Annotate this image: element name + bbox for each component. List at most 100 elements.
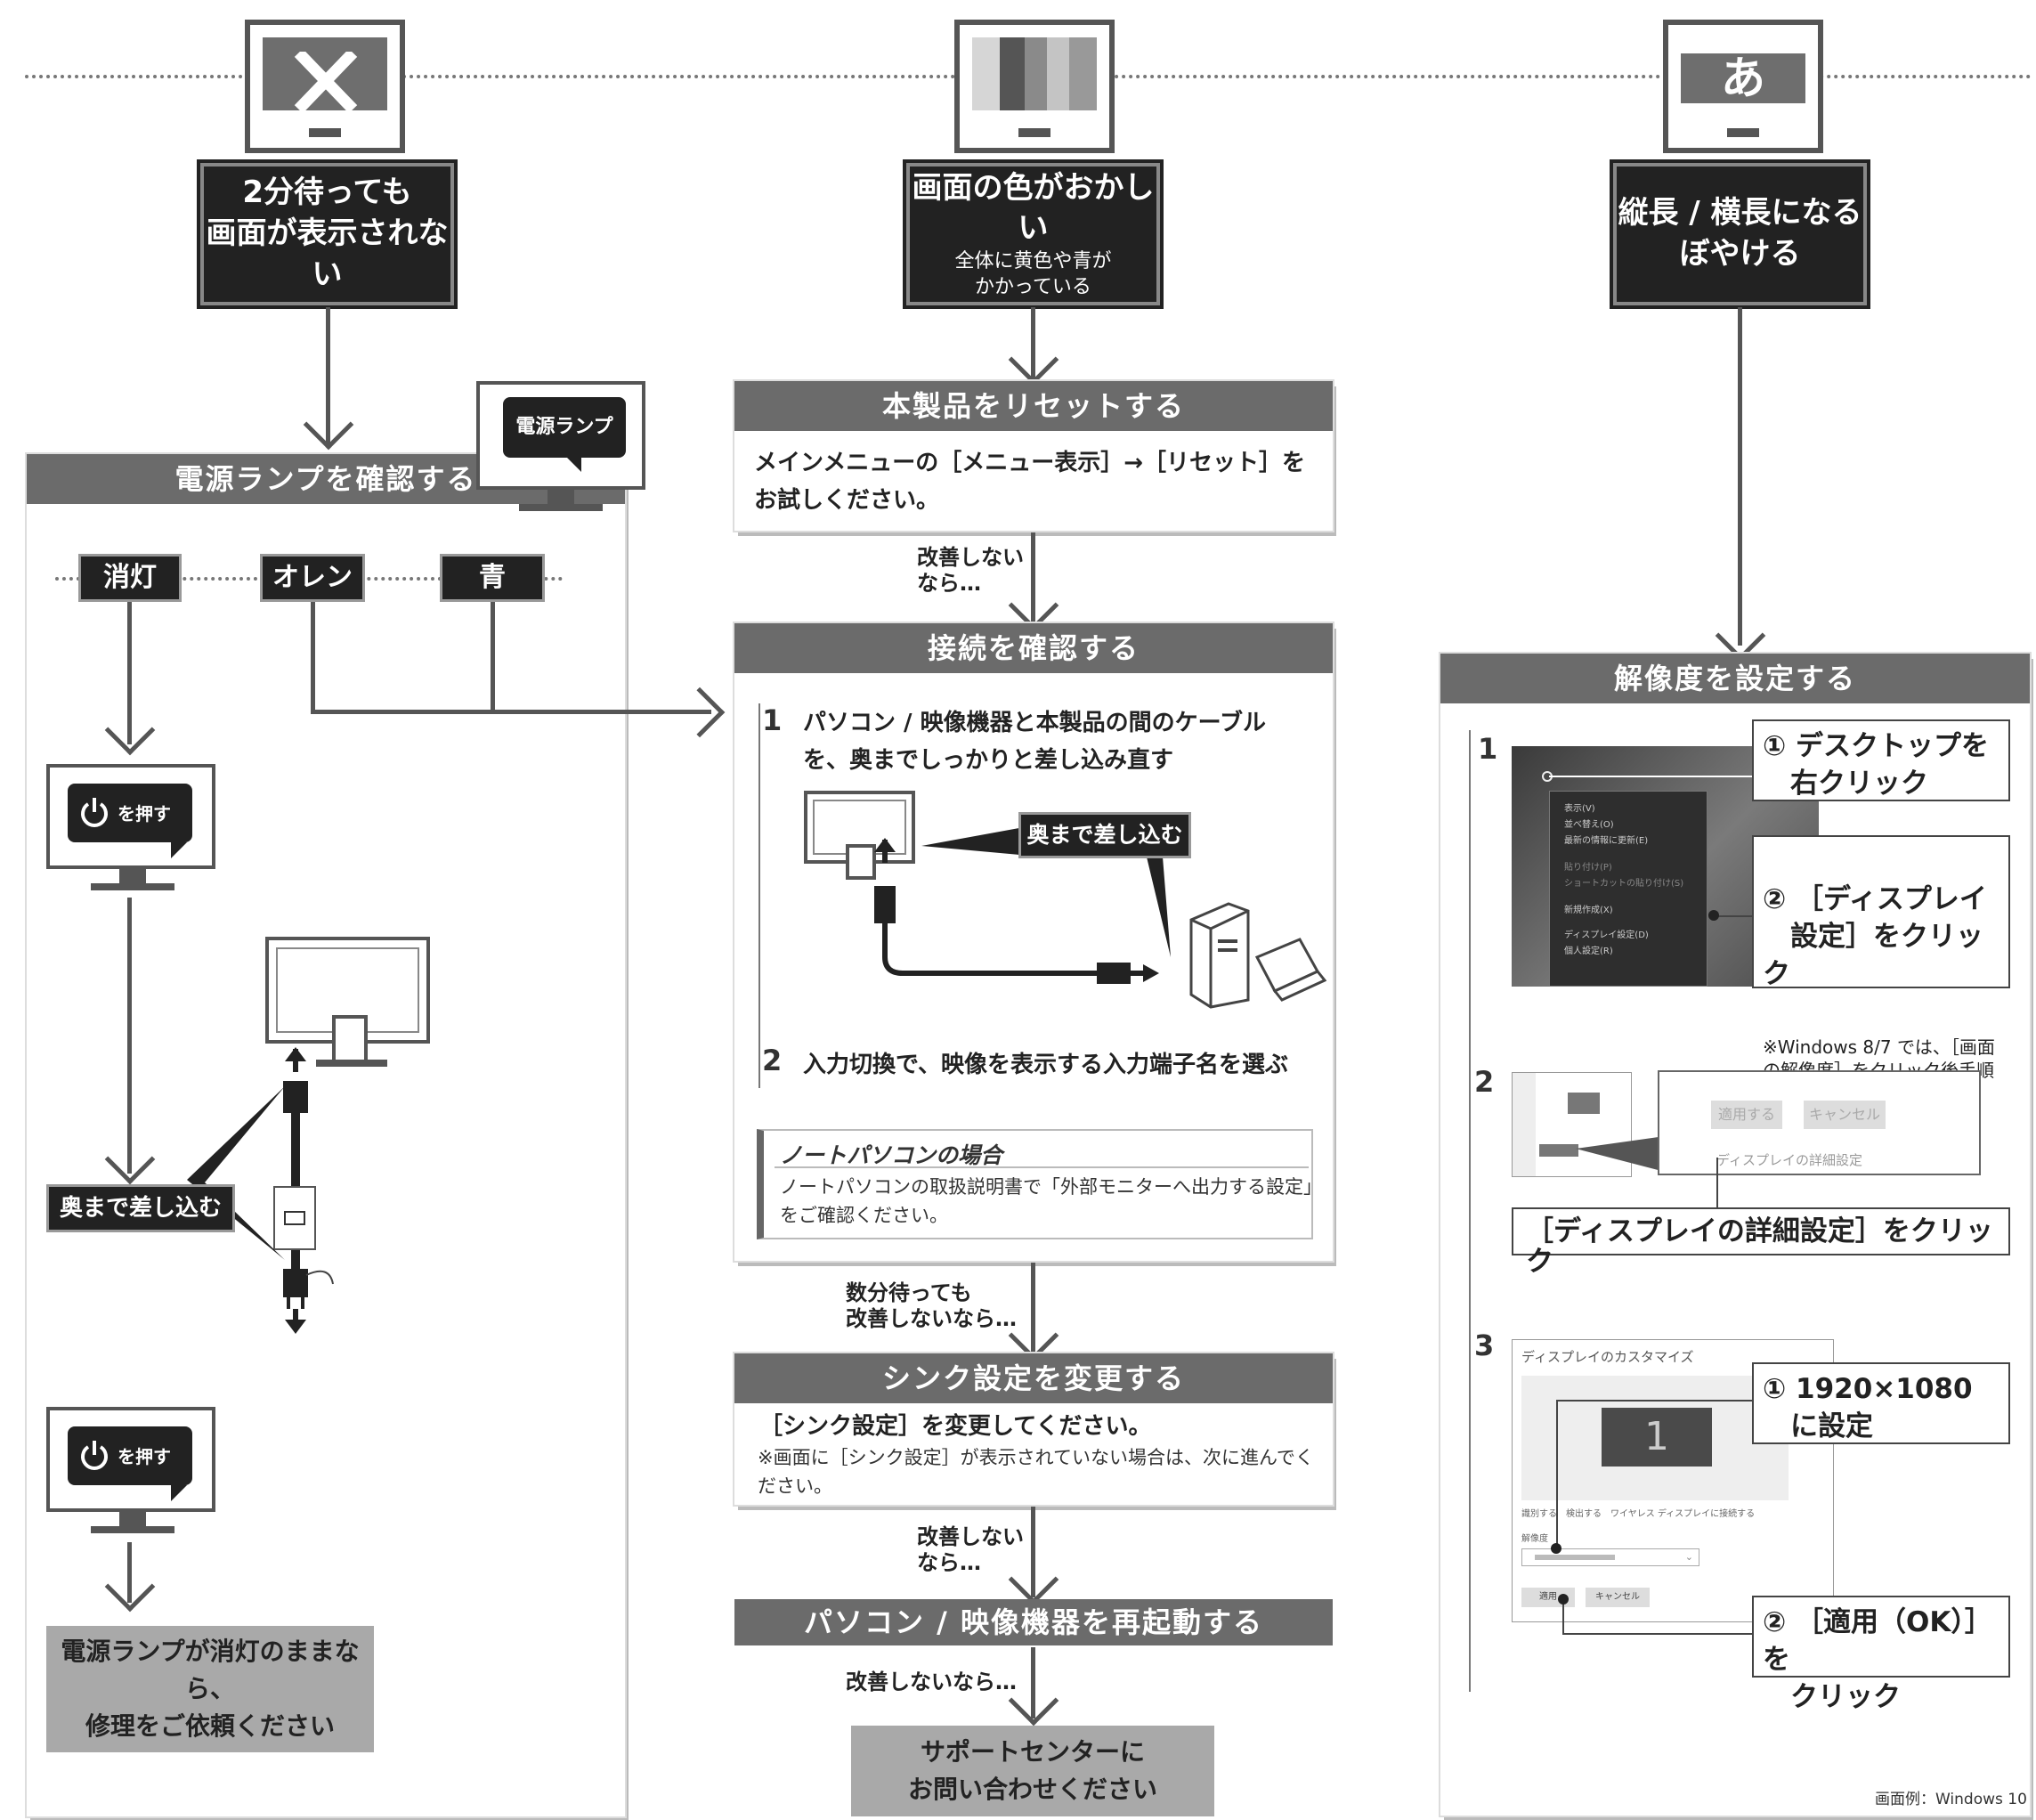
power-lamp-bubble: 電源ランプ [503,397,626,458]
step-separator [1469,730,1471,1692]
leader-line [1549,776,1752,777]
menu-item[interactable]: 最新の情報に更新(E) [1564,836,1649,846]
annotation-advanced-display: ［ディスプレイの詳細設定］をクリック [1512,1207,2010,1277]
connect-step-2-num: 2 [762,1044,783,1077]
press-power-monitor-2: を押す [46,1407,215,1540]
symptom-color: 画面の色がおかしい 全体に黄色や青が かかっている [903,159,1164,309]
press-power-monitor-1: を押す [46,764,215,898]
sync-panel: シンク設定を変更する ［シンク設定］を変更してください。 ※画面に［シンク設定］… [734,1353,1333,1505]
arrow-down-icon [1008,334,1059,386]
wall-outlet-icon [273,1186,316,1250]
press-label-2: を押す [118,1446,171,1467]
callout-pointer [921,828,1171,957]
leader-line [1556,1400,1752,1548]
menu-item[interactable]: ショートカットの貼り付け(S) [1564,879,1684,889]
monitor-color-icon [954,20,1115,153]
menu-item[interactable]: 新規作成(X) [1564,906,1613,915]
arrow-right-icon [674,687,726,738]
symptom-color-sub: 全体に黄色や青が かかっている [954,250,1112,298]
connection-header: 接続を確認する [734,623,1333,673]
connector-line [127,898,132,1174]
monitor-resolution-icon: あ [1663,20,1823,153]
apply-button-gray[interactable]: 適用する [1711,1101,1782,1129]
step-separator [758,703,760,1088]
res-step-1-num: 1 [1478,732,1498,766]
sync-header: シンク設定を変更する [734,1353,1333,1403]
lamp-state-orange: オレンジ [260,554,365,636]
symptom-no-display: 2分待っても 画面が表示されない [197,159,458,309]
callout-pointer [187,1086,285,1260]
insert-label-left: 奥まで差し込む [46,1184,235,1232]
cancel-button[interactable]: キャンセル [1586,1588,1650,1607]
arrow-down-icon [303,399,354,451]
context-menu: 表示(V) 並べ替え(O) 最新の情報に更新(E) 貼り付け(P) ショートカッ… [1549,791,1707,987]
connector-line [1031,1507,1035,1597]
symptom-resolution: 縦長 / 横長になる ぼやける [1610,159,1870,309]
connect-step-1-num: 1 [762,703,783,737]
reset-panel: 本製品をリセットする メインメニューの［メニュー表示］→［リセット］をお試しくだ… [734,381,1333,531]
menu-item[interactable]: 表示(V) [1564,804,1595,814]
advanced-display-link[interactable]: ディスプレイの詳細設定 [1716,1152,1862,1168]
display-customize-title: ディスプレイのカスタマイズ [1521,1349,1694,1365]
screen-example-footnote: 画面例：Windows 10 [1875,1791,2027,1808]
resolution-label: 解像度 [1521,1534,1548,1544]
x-icon [294,52,358,110]
annotation-apply: ② ［適用（OK）］を クリック [1752,1596,2010,1713]
press-label-1: を押す [118,803,171,825]
settings-zoom: 適用する キャンセル ディスプレイの詳細設定 [1658,1070,1981,1175]
sync-text: ［シンク設定］を変更してください。 [759,1413,1152,1440]
annotation-display-settings-text: ② ［ディスプレイ 設定］をクリック [1763,882,1987,990]
note-not-improved-3: 改善しない なら… [917,1524,1024,1575]
leader-line [1714,915,1752,917]
connect-step-1-text: パソコン / 映像機器と本製品の間のケーブルを、奥までしっかりと差し込み直す [803,710,1267,774]
menu-item[interactable]: 貼り付け(P) [1564,863,1612,873]
laptop-note-box: ノートパソコンの場合 ノートパソコンの取扱説明書で「外部モニターへ出力する設定」… [757,1129,1313,1239]
lamp-state-blue: 青 [440,554,545,602]
pc-laptop-icon [1189,902,1326,1009]
symptom-no-display-title: 2分待っても 画面が表示されない [206,175,449,292]
connector-line [1031,307,1035,378]
connector-line [1031,1263,1035,1353]
annotation-display-settings: ② ［ディスプレイ 設定］をクリック ※Windows 8/7 では、［画面の解… [1752,835,2010,1104]
connector-line [1738,307,1742,646]
repair-request-box: 電源ランプが消灯のままなら、 修理をご依頼ください [46,1626,374,1752]
menu-item[interactable]: 個人設定(R) [1564,947,1613,956]
reset-text: メインメニューの［メニュー表示］→［リセット］をお試しください。 [754,450,1306,514]
annotation-resolution: ① 1920×1080 に設定 [1752,1362,2010,1444]
zoom-pointer [1576,1136,1665,1172]
monitor-number[interactable]: 1 [1602,1408,1712,1467]
settings-thumbnail [1512,1072,1632,1177]
note-not-improved-4: 改善しないなら… [846,1670,1017,1694]
resolution-header: 解像度を設定する [1440,654,2030,703]
symptom-resolution-title: 縦長 / 横長になる ぼやける [1618,195,1862,272]
symptom-color-title: 画面の色がおかしい [912,169,1155,247]
connector-line [311,710,711,714]
power-lamp-panel: 電源ランプを確認する [27,454,625,1816]
power-icon [81,1441,108,1470]
cancel-button-gray[interactable]: キャンセル [1804,1101,1886,1129]
laptop-note-text: ノートパソコンの取扱説明書で「外部モニターへ出力する設定」をご確認ください。 [780,1176,1313,1226]
leader-line [1716,1158,1718,1207]
resolution-dropdown[interactable]: ⌄ [1521,1548,1699,1566]
connector-line [311,602,315,714]
connector-line [326,307,330,445]
annotation-right-click: ① デスクトップを 右クリック [1752,719,2010,801]
display-links[interactable]: 識別する 検出する ワイヤレス ディスプレイに接続する [1521,1509,1756,1519]
res-step-2-num: 2 [1474,1065,1495,1099]
power-icon [81,798,108,827]
connect-step-2-text: 入力切換で、映像を表示する入力端子名を選ぶ [803,1052,1288,1078]
monitor-no-display-icon [245,20,405,153]
note-not-improved-1: 改善しない なら… [917,545,1024,596]
lamp-state-off: 消灯 [78,554,182,602]
support-center-box: サポートセンターに お問い合わせください [851,1726,1214,1816]
sync-note: ※画面に［シンク設定］が表示されていない場合は、次に進んでください。 [758,1447,1314,1497]
restart-header: パソコン / 映像機器を再起動する [734,1599,1333,1645]
insert-label-middle: 奥まで差し込む [1018,812,1191,858]
menu-item-display-settings[interactable]: ディスプレイ設定(D) [1564,930,1649,940]
bubble-tail [565,456,581,472]
connector-line [1031,532,1035,623]
power-lamp-monitor: 電源ランプ [476,381,645,515]
chevron-down-icon: ⌄ [1684,1551,1693,1563]
video-cable-icon [874,838,1159,984]
menu-item[interactable]: 並べ替え(O) [1564,820,1614,830]
